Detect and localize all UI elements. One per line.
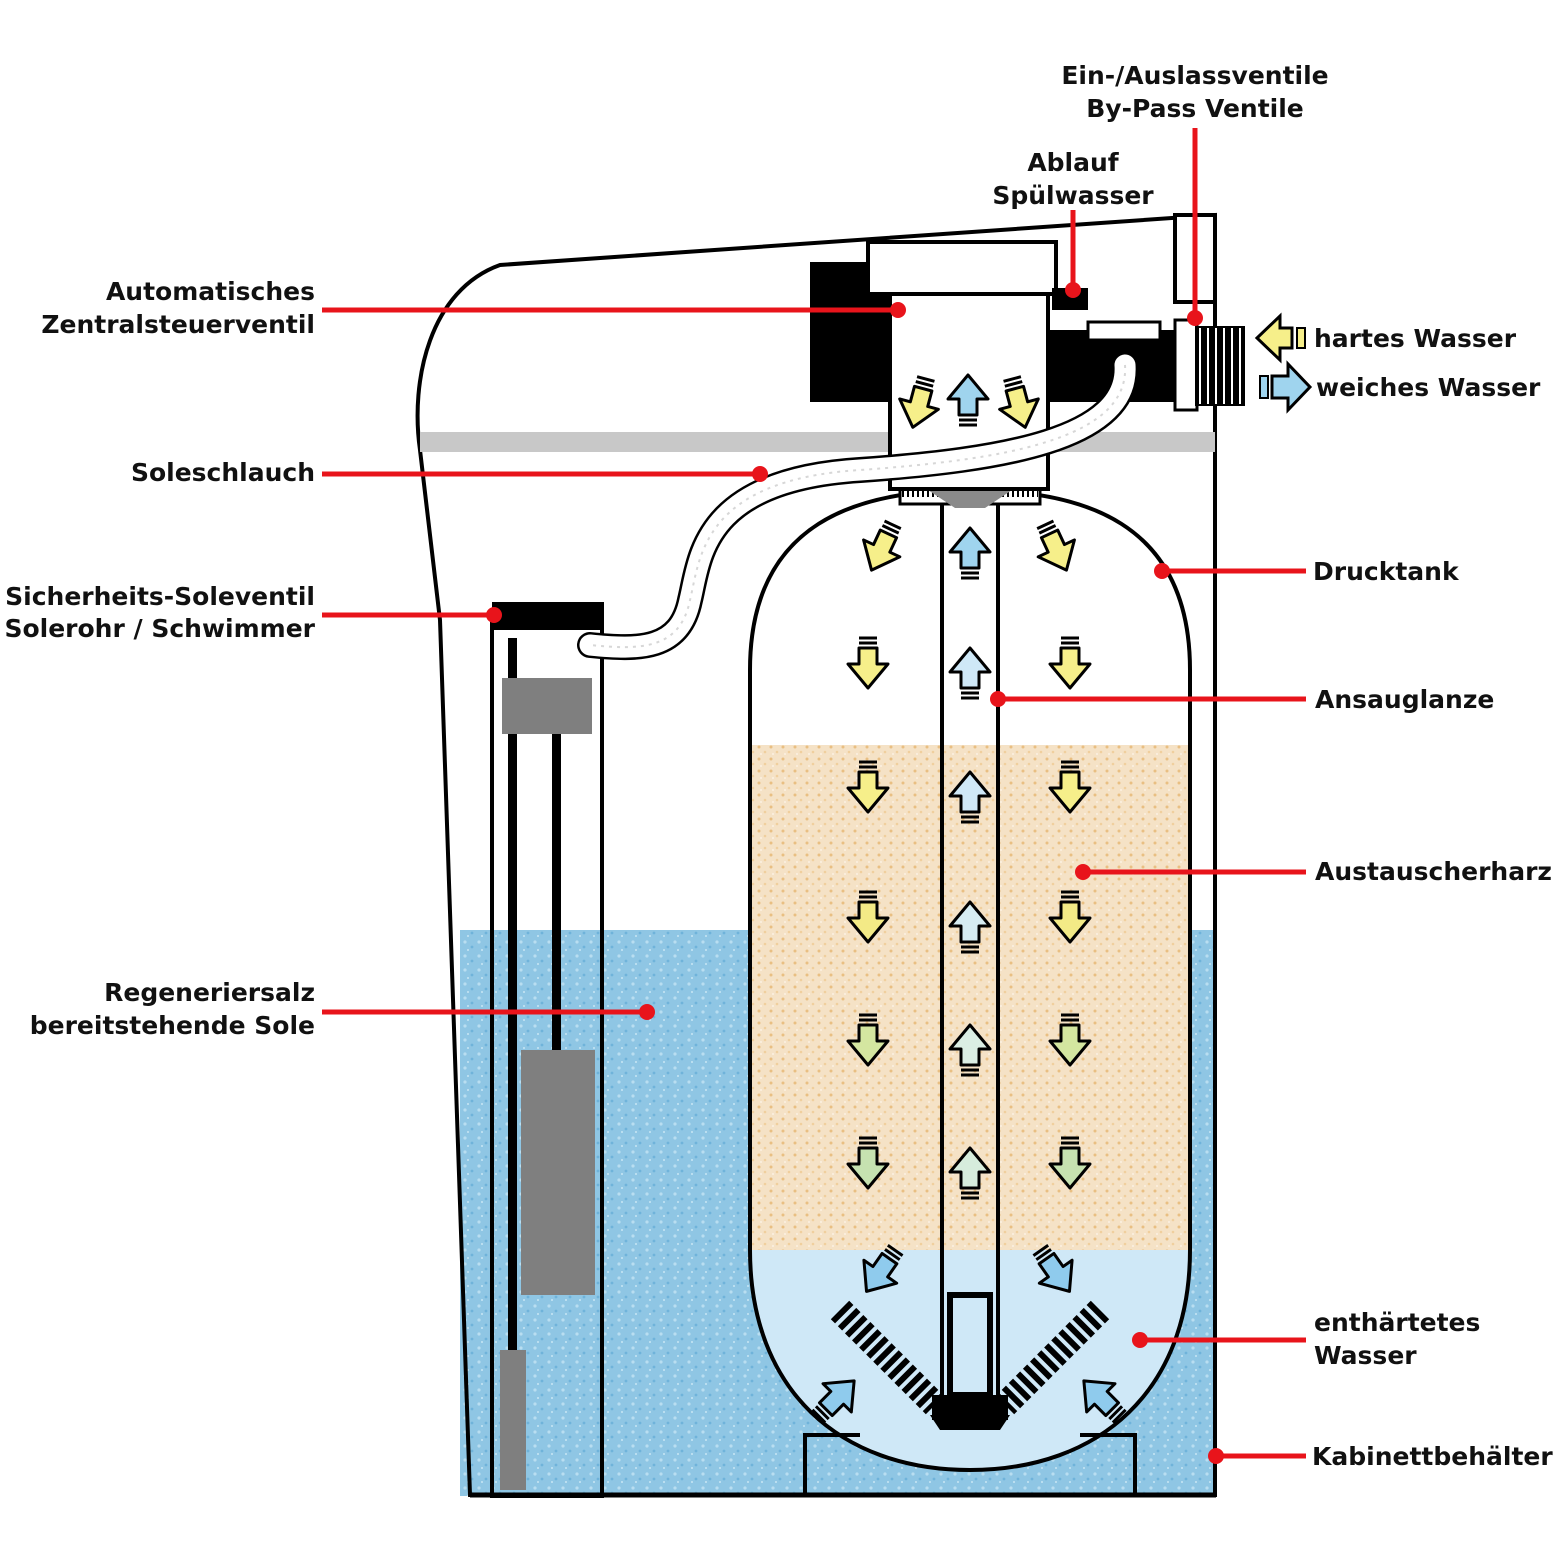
soft-water-arrow-icon [1259,360,1313,414]
flow-arrow-up-icon [1082,1379,1127,1424]
label-pressure-tank: Drucktank [1313,557,1460,586]
flow-arrow-down-icon [1032,1244,1074,1293]
flow-arrow-down-icon [898,375,940,429]
safety-valve-foot [500,1350,526,1490]
flow-arrow-up-icon [946,373,990,427]
flow-arrow-down-icon [998,375,1040,429]
flow-arrow-down-icon [846,1136,890,1190]
flow-arrow-up-icon [948,770,992,824]
float-top [502,678,592,734]
flow-arrow-down-icon [1048,1136,1092,1190]
label-resin: Austauscherharz [1315,857,1552,886]
leader-lines [322,128,1306,1464]
flow-arrow-up-icon [948,526,992,580]
flow-arrow-down-icon [862,519,902,572]
flow-arrow-down-icon [1048,890,1092,944]
flow-arrow-up-icon [948,1146,992,1200]
label-hard-water: hartes Wasser [1314,324,1517,353]
flow-arrow-down-icon [862,1244,904,1293]
flow-arrow-down-icon [846,890,890,944]
label-valves-2: By-Pass Ventile [1086,94,1304,123]
flow-arrow-down-icon [1048,636,1092,690]
flow-arrow-down-icon [1036,519,1076,572]
label-soft-water: weiches Wasser [1316,373,1541,402]
label-softened-1: enthärtetes [1314,1308,1480,1337]
label-brine-hose: Soleschlauch [131,458,315,487]
label-control-1: Automatisches [106,277,315,306]
hard-water-arrow-icon [1254,312,1306,364]
label-salt-1: Regeneriersalz [104,978,315,1007]
flow-arrow-down-icon [846,1013,890,1067]
labels: Ein-/Auslassventile By-Pass Ventile Abla… [4,61,1553,1471]
float-body [521,1050,595,1295]
flow-arrow-up-icon [948,1023,992,1077]
label-drain-1: Ablauf [1027,148,1119,177]
label-riser: Ansauglanze [1315,685,1494,714]
flow-arrow-up-icon [811,1379,856,1424]
cabinet-rim [420,432,1215,452]
flow-arrow-down-icon [846,636,890,690]
flow-arrows [811,373,1127,1424]
flow-arrow-up-icon [948,900,992,954]
pressure-tank [470,486,1216,1498]
label-cabinet: Kabinettbehälter [1312,1442,1553,1471]
label-valves-1: Ein-/Auslassventile [1061,61,1328,90]
label-softened-2: Wasser [1314,1341,1417,1370]
flow-arrow-down-icon [1048,760,1092,814]
label-salt-2: bereitstehende Sole [30,1011,315,1040]
brine-hose [577,352,1139,661]
label-safety-1: Sicherheits-Soleventil [5,582,315,611]
label-control-2: Zentralsteuerventil [41,310,315,339]
flow-arrow-down-icon [846,760,890,814]
flow-arrow-up-icon [948,646,992,700]
flow-arrow-down-icon [1048,1013,1092,1067]
label-safety-2: Solerohr / Schwimmer [4,614,315,643]
brine-well [490,602,604,1498]
bottom-collector [830,1292,1110,1430]
label-drain-2: Spülwasser [992,181,1154,210]
